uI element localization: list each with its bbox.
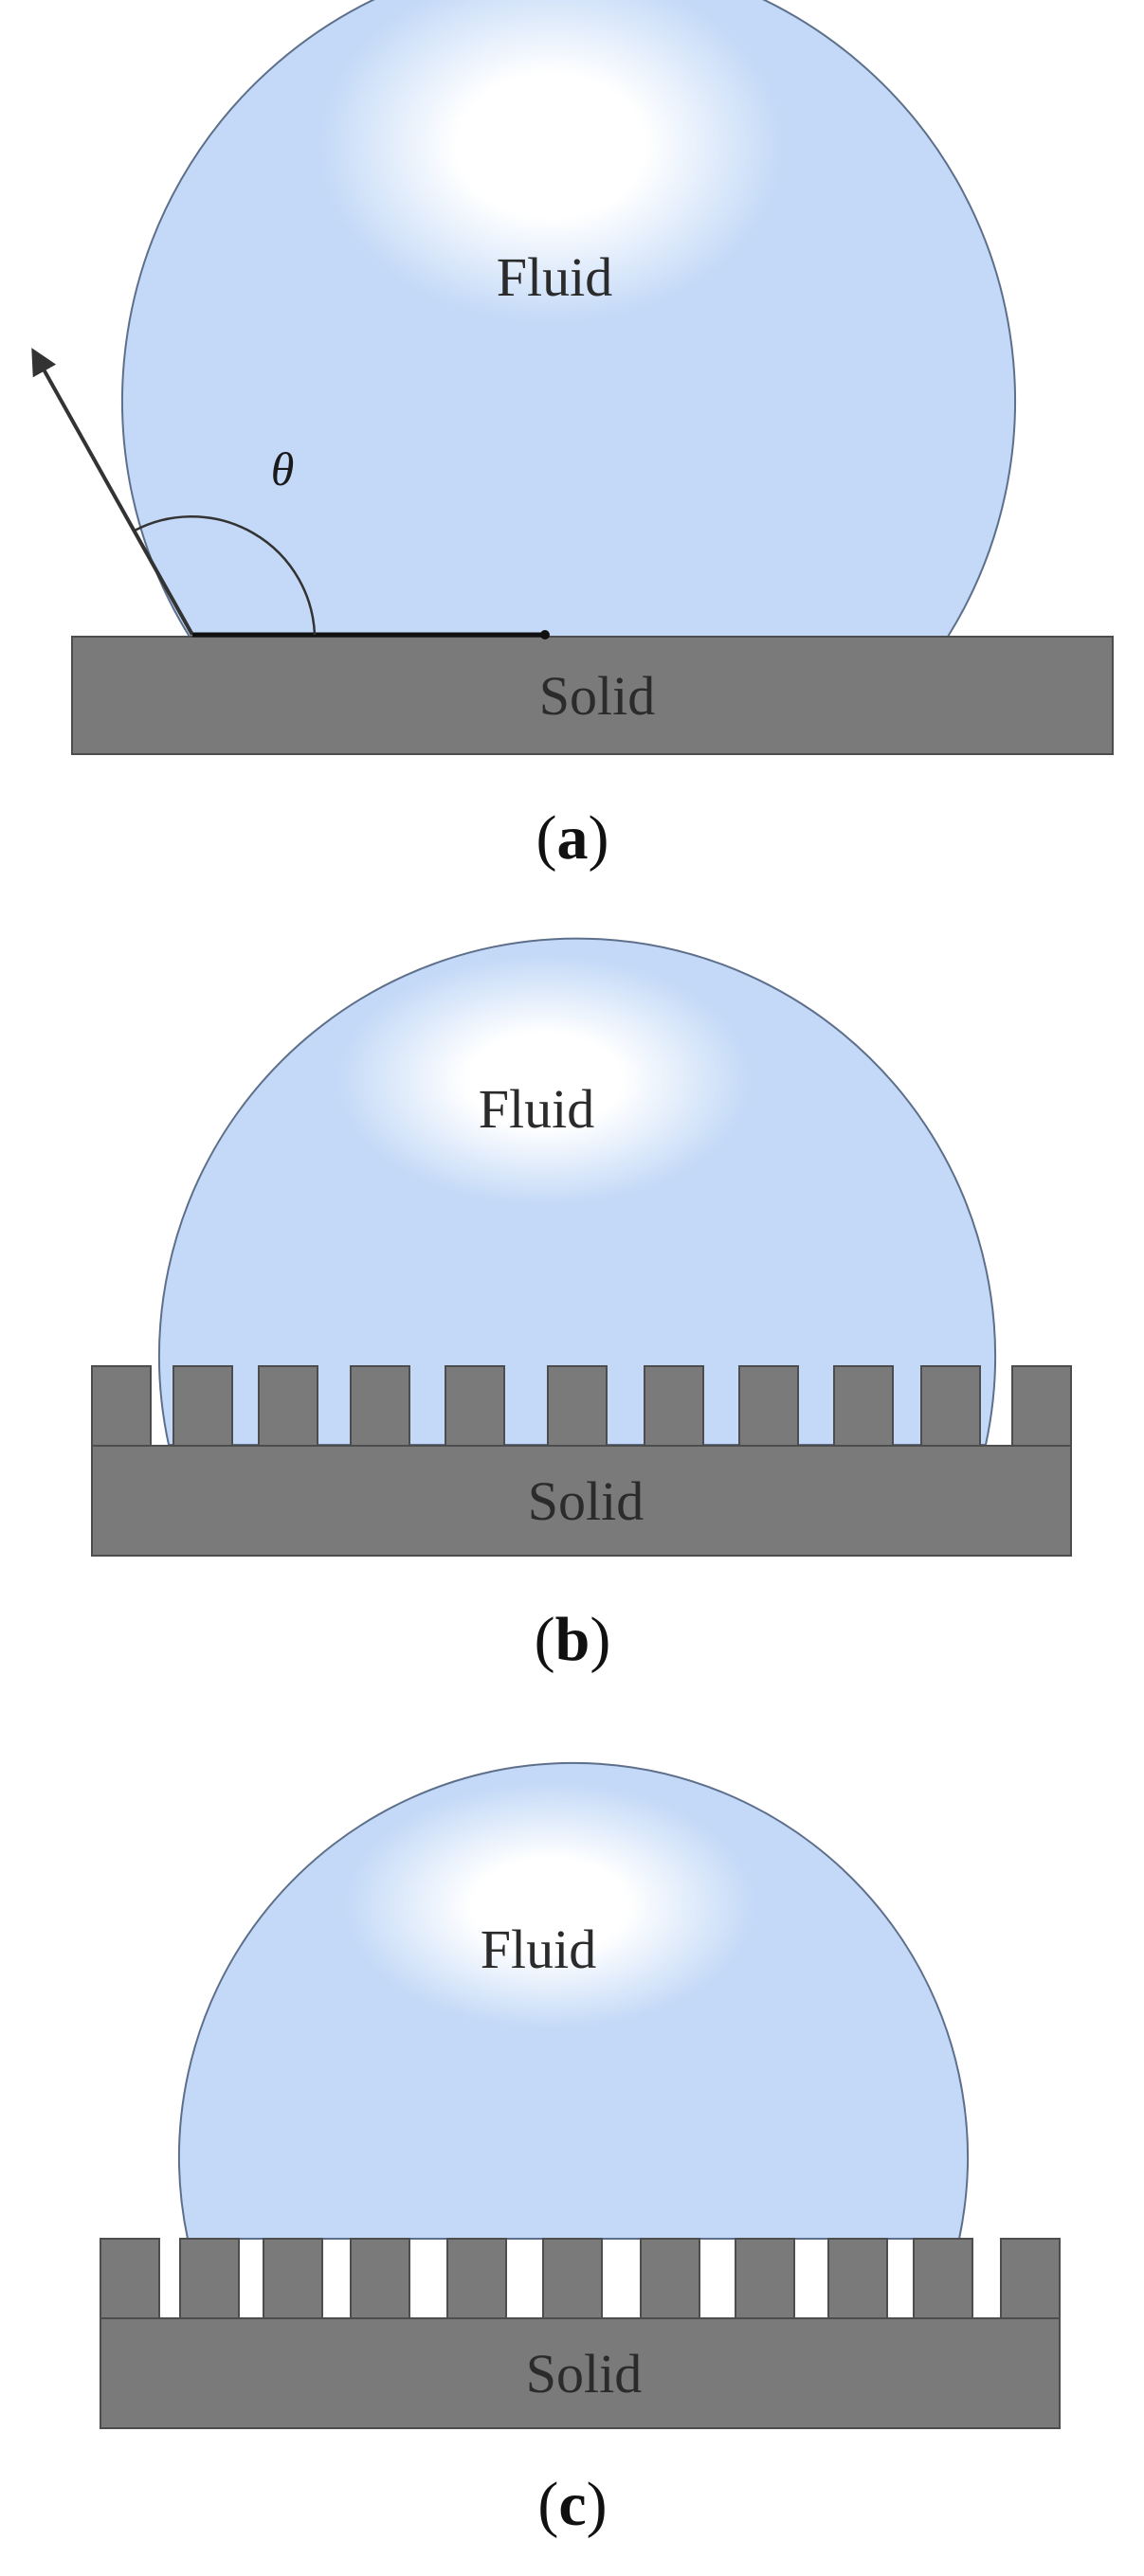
fluid-label: Fluid [481,1918,597,1980]
surface-pillars [100,2238,1061,2319]
panel-b: Fluid Solid (b) [91,937,1072,1674]
solid-label: Solid [539,665,656,727]
caption-a: (a) [536,803,609,873]
fluid-label: Fluid [479,1078,595,1140]
solid-substrate [100,2317,1061,2429]
tangent-vector [31,348,194,636]
caption-b: (b) [535,1605,611,1674]
caption-c: (c) [537,2470,607,2539]
solid-label: Solid [526,2343,643,2405]
contact-angle-label: θ [271,442,295,495]
fluid-droplet [158,937,996,1446]
panel-a: Fluid Solid θ (a) [31,0,1114,873]
solid-substrate [71,636,1114,755]
fluid-droplet [121,0,1016,638]
contact-angle-arc [134,515,317,636]
fluid-droplet [178,1761,969,2240]
solid-substrate [91,1445,1072,1557]
vector-endpoint [540,630,550,639]
panel-c: Fluid Solid (c) [100,1761,1061,2539]
solid-label: Solid [528,1470,645,1532]
fluid-label: Fluid [497,246,613,308]
